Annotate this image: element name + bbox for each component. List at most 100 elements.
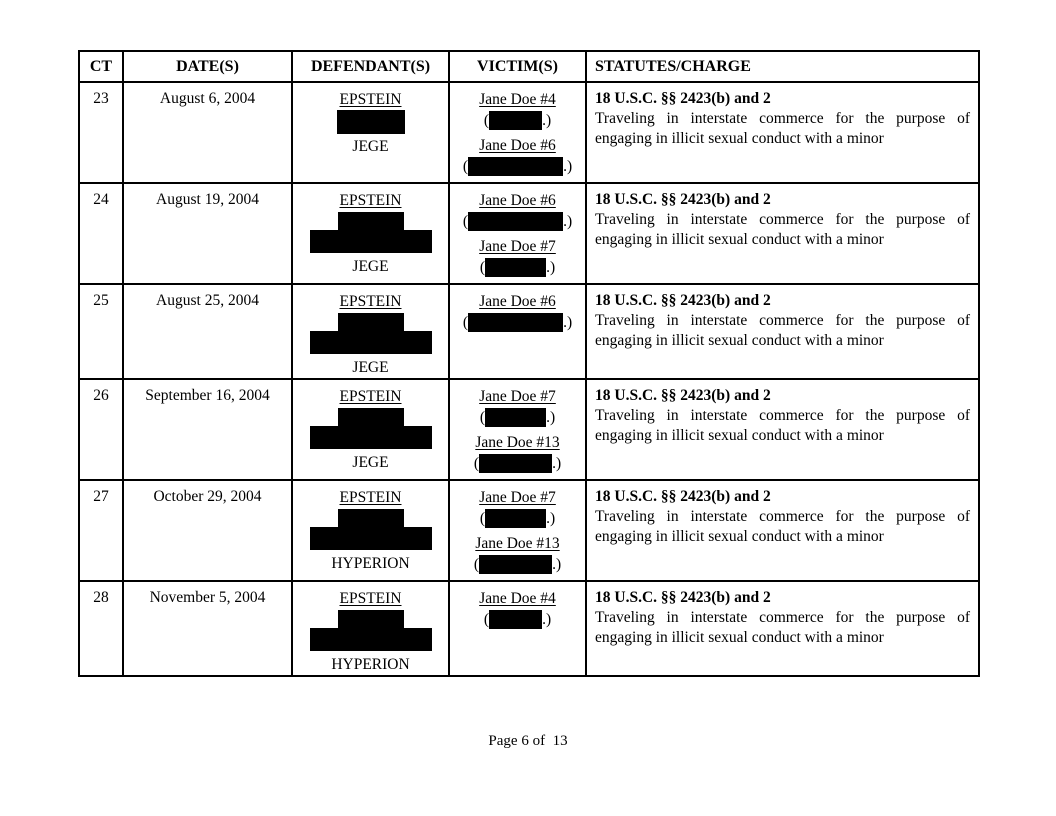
defendant-name: EPSTEIN [339, 489, 402, 506]
count-number: 24 [78, 182, 124, 285]
defendant-cell: EPSTEIN HYPERION [291, 580, 450, 677]
column-header-victims: VICTIM(S) [448, 50, 587, 83]
victim-name: Jane Doe #6 [479, 192, 556, 209]
defendant-alias: HYPERION [331, 555, 410, 572]
charges-table: CT DATE(S) DEFENDANT(S) VICTIM(S) STATUT… [78, 50, 980, 677]
charge-description: Traveling in interstate commerce for the… [595, 508, 970, 545]
victim-cell: Jane Doe #7 (.) Jane Doe #13 (.) [448, 479, 587, 582]
victim-initials: (.) [450, 156, 585, 177]
victim-initials: (.) [450, 312, 585, 333]
count-number: 25 [78, 283, 124, 380]
statute-cell: 18 U.S.C. §§ 2423(b) and 2 Traveling in … [585, 283, 980, 380]
statute-cell: 18 U.S.C. §§ 2423(b) and 2 Traveling in … [585, 378, 980, 481]
table-row: 24 August 19, 2004 EPSTEIN JEGE Jane Doe… [78, 182, 980, 285]
date-cell: August 6, 2004 [122, 81, 293, 184]
date-cell: August 19, 2004 [122, 182, 293, 285]
paren-open: ( [462, 314, 469, 331]
victim-name: Jane Doe #7 [479, 489, 556, 506]
defendant-name: EPSTEIN [339, 192, 402, 209]
victim-initials: (.) [450, 508, 585, 529]
date-cell: September 16, 2004 [122, 378, 293, 481]
redaction-box [337, 212, 404, 230]
paren-close: .) [546, 510, 556, 527]
redaction-box [337, 313, 404, 331]
column-header-dates: DATE(S) [122, 50, 293, 83]
page-number: Page 6 of 13 [488, 733, 568, 749]
redaction-box [485, 258, 547, 277]
victim-cell: Jane Doe #6 (.) [448, 283, 587, 380]
victim-name: Jane Doe #6 [479, 293, 556, 310]
paren-close: .) [546, 409, 556, 426]
charge-description: Traveling in interstate commerce for the… [595, 407, 970, 444]
victim-entry: Jane Doe #7 (.) [450, 488, 585, 529]
victim-cell: Jane Doe #4 (.) [448, 580, 587, 677]
paren-close: .) [563, 213, 573, 230]
column-header-ct: CT [78, 50, 124, 83]
redaction-box [309, 426, 432, 449]
redaction-box [485, 408, 547, 427]
victim-entry: Jane Doe #13 (.) [450, 534, 585, 575]
victim-cell: Jane Doe #4 (.) Jane Doe #6 (.) [448, 81, 587, 184]
defendant-name: EPSTEIN [339, 91, 402, 108]
defendant-alias: JEGE [352, 258, 389, 275]
redaction-box [309, 527, 432, 550]
header-row: CT DATE(S) DEFENDANT(S) VICTIM(S) STATUT… [78, 50, 980, 83]
victim-name: Jane Doe #6 [479, 137, 556, 154]
victim-entry: Jane Doe #13 (.) [450, 433, 585, 474]
paren-close: .) [552, 556, 562, 573]
date-cell: August 25, 2004 [122, 283, 293, 380]
defendant-name: EPSTEIN [339, 590, 402, 607]
paren-close: .) [552, 455, 562, 472]
redaction-box [485, 509, 547, 528]
redaction-box [479, 454, 553, 473]
table-row: 27 October 29, 2004 EPSTEIN HYPERION Jan… [78, 479, 980, 582]
charge-description: Traveling in interstate commerce for the… [595, 211, 970, 248]
victim-entry: Jane Doe #6 (.) [450, 136, 585, 177]
date-cell: November 5, 2004 [122, 580, 293, 677]
paren-open: ( [462, 158, 469, 175]
table-row: 23 August 6, 2004 EPSTEIN JEGE Jane Doe … [78, 81, 980, 184]
redaction-box [337, 509, 404, 527]
victim-cell: Jane Doe #6 (.) Jane Doe #7 (.) [448, 182, 587, 285]
statute-title: 18 U.S.C. §§ 2423(b) and 2 [595, 488, 771, 505]
redaction-box [309, 230, 432, 253]
paren-open: ( [473, 455, 480, 472]
paren-open: ( [483, 611, 490, 628]
defendant-alias: JEGE [352, 359, 389, 376]
count-number: 23 [78, 81, 124, 184]
victim-name: Jane Doe #13 [475, 535, 560, 552]
date-cell: October 29, 2004 [122, 479, 293, 582]
statute-cell: 18 U.S.C. §§ 2423(b) and 2 Traveling in … [585, 580, 980, 677]
victim-name: Jane Doe #7 [479, 238, 556, 255]
statute-title: 18 U.S.C. §§ 2423(b) and 2 [595, 292, 771, 309]
statute-title: 18 U.S.C. §§ 2423(b) and 2 [595, 90, 771, 107]
charge-description: Traveling in interstate commerce for the… [595, 312, 970, 349]
paren-open: ( [479, 409, 486, 426]
redaction-box [337, 408, 404, 426]
defendant-cell: EPSTEIN JEGE [291, 182, 450, 285]
statute-title: 18 U.S.C. §§ 2423(b) and 2 [595, 387, 771, 404]
redaction-box [337, 610, 404, 628]
paren-open: ( [462, 213, 469, 230]
paren-open: ( [483, 112, 490, 129]
victim-initials: (.) [450, 609, 585, 630]
victim-initials: (.) [450, 453, 585, 474]
victim-entry: Jane Doe #7 (.) [450, 237, 585, 278]
defendant-alias: HYPERION [331, 656, 410, 673]
statute-title: 18 U.S.C. §§ 2423(b) and 2 [595, 589, 771, 606]
victim-name: Jane Doe #4 [479, 91, 556, 108]
victim-entry: Jane Doe #4 (.) [450, 589, 585, 630]
defendant-name: EPSTEIN [339, 388, 402, 405]
defendant-cell: EPSTEIN JEGE [291, 283, 450, 380]
victim-name: Jane Doe #4 [479, 590, 556, 607]
statute-cell: 18 U.S.C. §§ 2423(b) and 2 Traveling in … [585, 182, 980, 285]
table-row: 28 November 5, 2004 EPSTEIN HYPERION Jan… [78, 580, 980, 677]
victim-entry: Jane Doe #6 (.) [450, 292, 585, 333]
victim-initials: (.) [450, 554, 585, 575]
redaction-box [309, 628, 432, 651]
paren-close: .) [546, 259, 556, 276]
paren-close: .) [563, 314, 573, 331]
paren-close: .) [542, 611, 552, 628]
victim-cell: Jane Doe #7 (.) Jane Doe #13 (.) [448, 378, 587, 481]
redaction-box [468, 212, 564, 231]
